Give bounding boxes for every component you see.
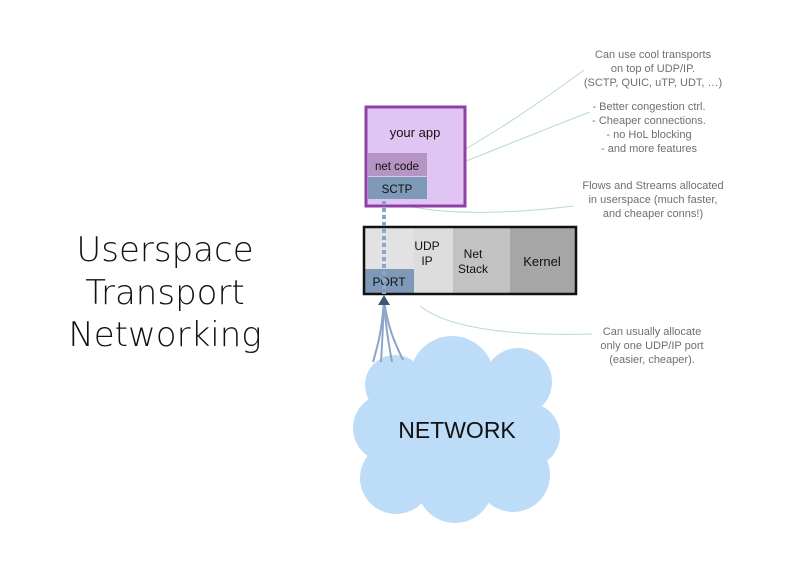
annotation-transports-line-2: on top of UDP/IP.: [611, 63, 695, 75]
network-links: [372, 299, 404, 363]
annotation-benefits-line-3: - no HoL blocking: [606, 129, 691, 141]
annotation-transports: Can use cool transports on top of UDP/IP…: [584, 49, 722, 89]
annotation-benefits: - Better congestion ctrl. - Cheaper conn…: [592, 101, 706, 155]
net-label: Net: [464, 247, 483, 261]
title-line-3: Networking: [68, 315, 261, 355]
os-box: [362, 225, 578, 296]
annotation-flows-line-3: and cheaper conns!): [603, 208, 703, 220]
kernel-layer: [510, 227, 576, 294]
annotation-flows: Flows and Streams allocated in userspace…: [582, 180, 723, 220]
net-code-box: [368, 153, 427, 176]
leader-port: [419, 305, 593, 335]
net-stack-layer: [453, 227, 510, 294]
kernel-label: Kernel: [523, 254, 561, 269]
annotation-flows-line-1: Flows and Streams allocated: [582, 180, 723, 192]
title-line-1: Userspace: [76, 230, 253, 270]
slide-title: Userspace Transport Networking: [68, 230, 261, 355]
os-box-border: [362, 225, 578, 296]
app-box: [364, 105, 467, 208]
app-label: your app: [390, 125, 441, 140]
network-cloud: [353, 336, 560, 523]
udp-ip-layer: [414, 227, 453, 294]
annotation-port-line-3: (easier, cheaper).: [609, 354, 695, 366]
port-box: [364, 269, 414, 294]
ip-label: IP: [421, 254, 432, 268]
annotation-benefits-line-4: - and more features: [601, 143, 697, 155]
annotation-transports-line-1: Can use cool transports: [595, 49, 712, 61]
annotation-transports-line-3: (SCTP, QUIC, uTP, UDT, …): [584, 77, 722, 89]
port-label: PORT: [372, 275, 406, 289]
annotation-flows-line-2: in userspace (much faster,: [588, 194, 717, 206]
net-code-label: net code: [375, 161, 419, 173]
annotation-port-line-1: Can usually allocate: [603, 326, 701, 338]
annotation-benefits-line-1: - Better congestion ctrl.: [592, 101, 705, 113]
upward-arrow-icon: [378, 295, 390, 305]
network-label: NETWORK: [398, 417, 516, 443]
udp-label: UDP: [414, 239, 439, 253]
title-line-2: Transport: [85, 273, 245, 313]
annotation-benefits-line-2: - Cheaper connections.: [592, 115, 706, 127]
annotation-port-line-2: only one UDP/IP port: [600, 340, 703, 352]
stack-label: Stack: [458, 262, 489, 276]
annotation-port: Can usually allocate only one UDP/IP por…: [600, 326, 703, 366]
sctp-label: SCTP: [382, 184, 413, 196]
sctp-box: [368, 177, 427, 199]
